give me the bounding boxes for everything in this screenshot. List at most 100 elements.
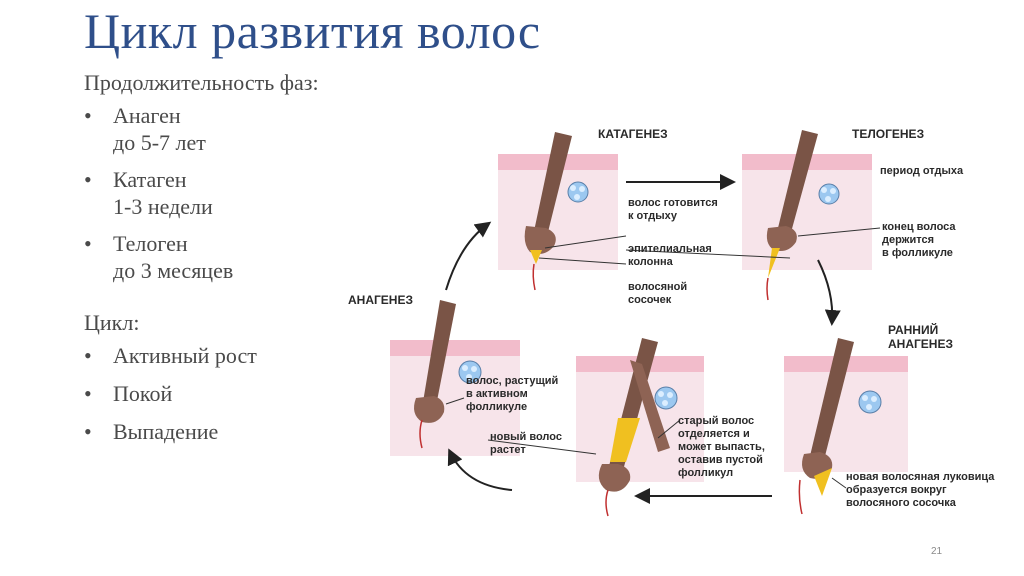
- label-old-hair: оставив пустой: [678, 454, 763, 466]
- phase-name: Анаген: [113, 103, 181, 128]
- hair-shaft: [810, 338, 854, 460]
- bullet-icon: •: [84, 167, 92, 192]
- new-bulb: [814, 468, 832, 496]
- stage-label-early-anagen: АНАГЕНЕЗ: [888, 337, 953, 351]
- gland-icon: [458, 360, 482, 384]
- stage-label-telogen: ТЕЛОГЕНЕЗ: [852, 127, 924, 141]
- label-hair-prepares: волос готовится: [628, 197, 718, 209]
- gland-icon: [858, 390, 882, 414]
- label-growing-hair: в активном: [466, 388, 528, 400]
- new-hair-bulb: [598, 464, 631, 492]
- cycle-heading: Цикл:: [84, 310, 140, 335]
- label-hair-prepares: к отдыху: [628, 210, 678, 222]
- phase-name: Телоген: [113, 231, 188, 256]
- hair-bulb: [766, 226, 797, 251]
- papilla-vessel: [605, 489, 609, 517]
- bullet-icon: •: [84, 381, 92, 406]
- arrow-curve-up-icon: [447, 448, 513, 491]
- hair-shaft: [777, 130, 818, 236]
- phases-heading: Продолжительность фаз:: [84, 70, 319, 95]
- leader-line: [544, 235, 627, 249]
- leader-line: [831, 477, 847, 489]
- papilla-vessel: [532, 263, 536, 291]
- label-old-hair: фолликул: [678, 467, 733, 479]
- phase-item-telogen: • Телоген до 3 месяцев: [84, 230, 334, 284]
- label-new-hair: новый волос: [490, 431, 562, 443]
- label-old-hair: старый волос: [678, 415, 754, 427]
- gland-icon: [654, 386, 678, 410]
- bullet-icon: •: [84, 419, 92, 444]
- epidermis-layer: [390, 340, 520, 356]
- cycle-item-label: Выпадение: [113, 419, 219, 444]
- stage-label-early-anagen: РАННИЙ: [888, 322, 938, 337]
- leader-line: [657, 419, 681, 439]
- papilla-vessel: [419, 419, 423, 449]
- label-papilla: сосочек: [628, 294, 672, 306]
- dermis-layer: [390, 356, 520, 456]
- phases-list: • Анаген до 5-7 лет • Катаген 1-3 недели…: [84, 102, 334, 284]
- cycle-list: • Активный рост • Покой • Выпадение: [84, 342, 334, 445]
- hair-shaft: [533, 132, 572, 240]
- gland-icon: [567, 181, 589, 203]
- label-new-bulb: образуется вокруг: [846, 484, 947, 496]
- leader-line: [538, 257, 627, 265]
- old-hair: [630, 360, 670, 452]
- hair-bulb: [414, 396, 445, 423]
- panel-early-anagen: [784, 338, 908, 515]
- label-growing-hair: волос, растущий: [466, 375, 558, 387]
- label-old-hair: может выпасть,: [678, 441, 765, 453]
- label-hair-end-held: в фолликуле: [882, 247, 953, 259]
- phase-name: Катаген: [113, 167, 187, 192]
- panel-anagen: [390, 300, 520, 456]
- label-new-hair: растет: [490, 444, 526, 456]
- hair-cycle-diagram: КАТАГЕНЕЗ ТЕЛОГЕНЕЗ АНАГЕНЕЗ РАННИЙ АНАГ…: [348, 127, 995, 517]
- label-new-bulb: волосяного сосочка: [846, 497, 957, 509]
- dermis-layer: [784, 372, 908, 472]
- phase-duration: до 5-7 лет: [113, 130, 206, 155]
- panel-telogen: [742, 130, 872, 301]
- cycle-item: • Покой: [84, 380, 334, 407]
- label-old-hair: отделяется и: [678, 428, 750, 440]
- hair-shaft: [423, 300, 456, 406]
- hair-bulb: [524, 226, 556, 254]
- dermis-layer: [742, 170, 872, 270]
- stage-label-catagen: КАТАГЕНЕЗ: [598, 127, 668, 141]
- label-epithelial-column: эпителиальная: [628, 243, 712, 255]
- bullet-icon: •: [84, 231, 92, 256]
- phase-item-anagen: • Анаген до 5-7 лет: [84, 102, 334, 156]
- bullet-icon: •: [84, 343, 92, 368]
- slide-title: Цикл развития волос: [84, 3, 541, 59]
- label-hair-end-held: держится: [882, 234, 934, 246]
- label-hair-end-held: конец волоса: [882, 221, 956, 233]
- bullet-icon: •: [84, 103, 92, 128]
- page-number: 21: [931, 546, 943, 557]
- text-block: Продолжительность фаз: • Анаген до 5-7 л…: [84, 68, 334, 456]
- stage-label-anagen: АНАГЕНЕЗ: [348, 293, 413, 307]
- papilla-vessel: [798, 479, 803, 515]
- cycle-item-label: Покой: [113, 381, 173, 406]
- phase-duration: до 3 месяцев: [113, 258, 234, 283]
- epithelial-column: [610, 418, 640, 462]
- phase-duration: 1-3 недели: [113, 194, 213, 219]
- leader-line: [445, 397, 465, 405]
- leader-line: [487, 439, 597, 455]
- label-rest-period: период отдыха: [880, 165, 964, 177]
- label-growing-hair: фолликуле: [466, 401, 527, 413]
- leader-line: [625, 249, 791, 259]
- label-epithelial-column: колонна: [628, 256, 674, 268]
- panel-shedding: [576, 338, 704, 517]
- epithelial-column: [530, 250, 542, 264]
- phase-item-catagen: • Катаген 1-3 недели: [84, 166, 334, 220]
- label-new-bulb: новая волосяная луковица: [846, 471, 995, 483]
- cycle-item: • Активный рост: [84, 342, 334, 369]
- panel-catagen: [498, 132, 618, 291]
- label-papilla: волосяной: [628, 281, 687, 293]
- leader-line: [797, 227, 881, 237]
- papilla-vessel: [766, 277, 769, 301]
- cycle-item-label: Активный рост: [113, 343, 257, 368]
- arrow-down-icon: [817, 259, 841, 326]
- arrow-curve-right-icon: [445, 221, 492, 291]
- cycle-item: • Выпадение: [84, 418, 334, 445]
- gland-icon: [818, 183, 840, 205]
- epithelial-column: [768, 248, 780, 278]
